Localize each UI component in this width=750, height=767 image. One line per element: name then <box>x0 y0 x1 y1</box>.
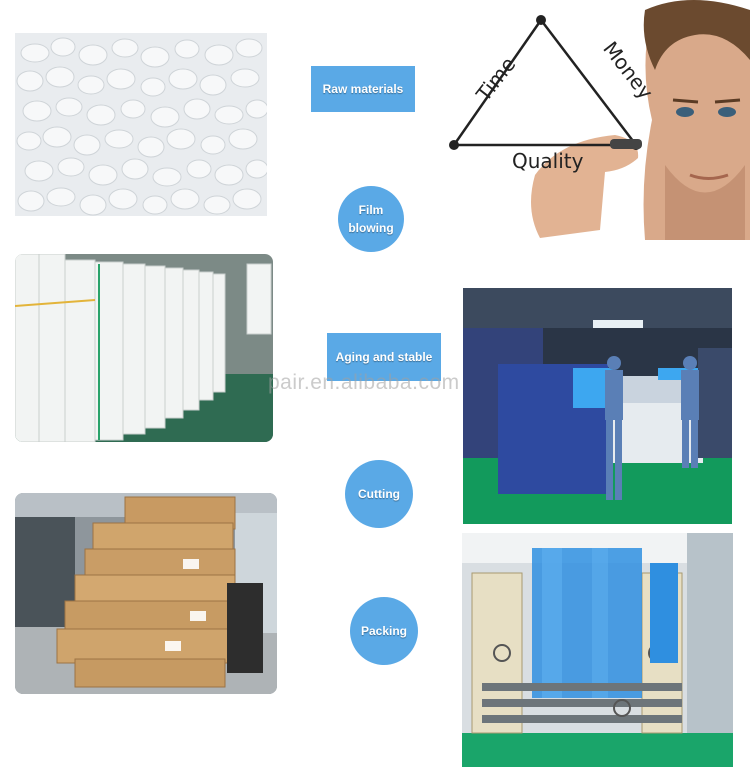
cutting-label: Cutting <box>345 460 413 528</box>
cutting-machine-photo <box>463 288 732 524</box>
watermark-text: pair.en.alibaba.com <box>268 371 460 394</box>
aging-stable-label: Aging and stable <box>327 333 441 381</box>
raw-materials-photo <box>15 33 267 216</box>
film-blowing-label: Film blowing <box>338 186 404 252</box>
raw-materials-label: Raw materials <box>311 66 415 112</box>
film-blowing-line1: Film <box>358 203 384 217</box>
packing-label: Packing <box>350 597 418 665</box>
blown-film-machine-photo <box>462 533 733 767</box>
packing-boxes-photo <box>15 493 277 694</box>
triangle-quality-text: Quality <box>512 149 584 173</box>
film-rolls-photo <box>15 254 273 442</box>
film-blowing-line2: blowing <box>348 221 394 235</box>
time-money-quality-image: Time Money Quality <box>440 0 750 240</box>
